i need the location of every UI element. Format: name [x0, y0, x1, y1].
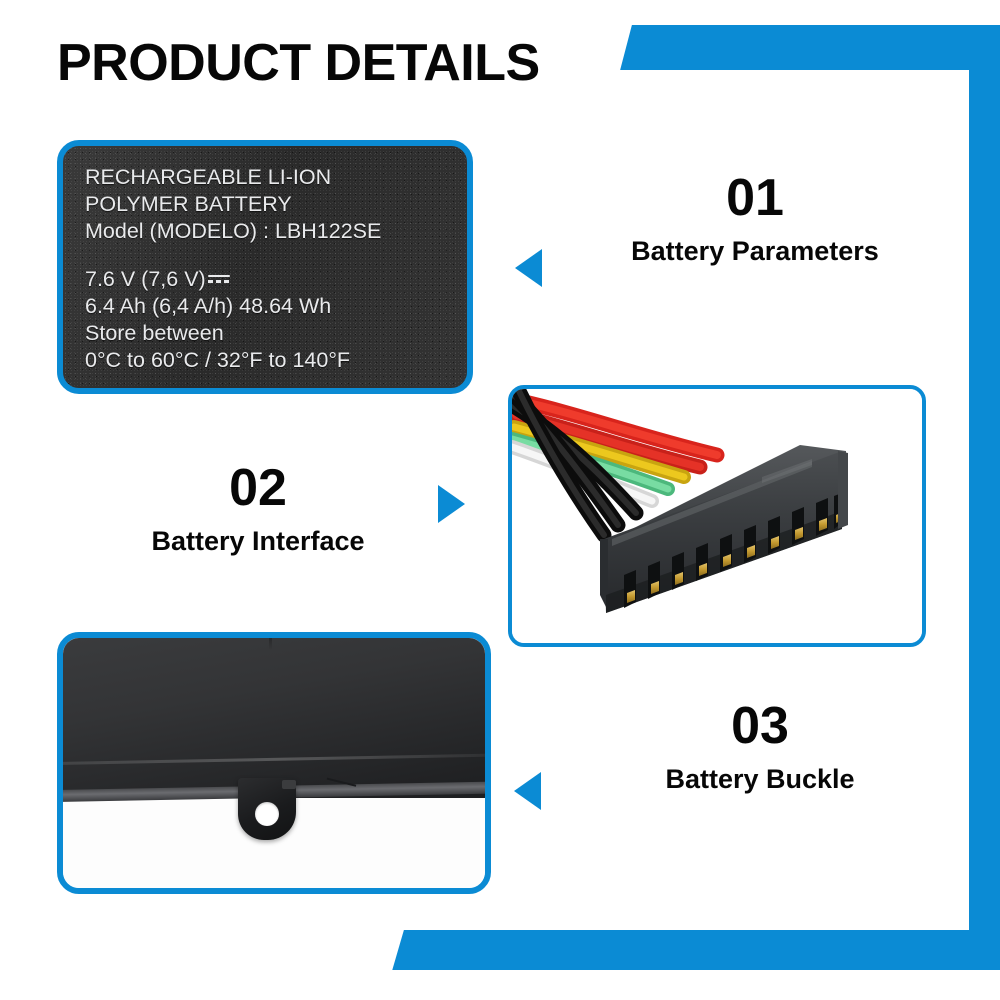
callout-01: 01 Battery Parameters [585, 172, 925, 265]
battery-connector-photo [512, 389, 922, 643]
spec-line-store: Store between [85, 321, 224, 345]
triangle-right-icon-02 [438, 485, 465, 523]
spec-voltage-value: 7.6 V (7,6 V) [85, 267, 206, 291]
callout-01-number: 01 [726, 169, 784, 227]
decor-top-parallelogram [620, 25, 1000, 70]
callout-02: 02 Battery Interface [100, 462, 416, 555]
callout-02-number: 02 [229, 459, 287, 517]
spec-line-chemistry-2: POLYMER BATTERY [85, 192, 292, 216]
spec-line-chemistry-1: RECHARGEABLE LI-ION [85, 165, 332, 189]
battery-buckle-photo [63, 638, 485, 888]
spec-line-voltage: 7.6 V (7,6 V) [85, 266, 457, 293]
triangle-left-icon-03 [514, 772, 541, 810]
decor-right-bar [969, 25, 1000, 970]
page-title: PRODUCT DETAILS [57, 34, 540, 92]
spec-line-capacity: 6.4 Ah (6,4 A/h) 48.64 Wh [85, 294, 332, 318]
battery-buckle-photo-frame [57, 632, 491, 894]
buckle-tab [238, 778, 296, 840]
spec-line-temperature: 0°C to 60°C / 32°F to 140°F [85, 348, 351, 372]
buckle-battery-body [63, 638, 485, 798]
decor-bottom-parallelogram [392, 930, 1000, 970]
triangle-left-icon-01 [515, 249, 542, 287]
callout-03-number: 03 [731, 697, 789, 755]
dc-current-icon [207, 274, 230, 283]
spec-line-model: Model (MODELO) : LBH122SE [85, 219, 382, 243]
battery-connector-photo-frame [508, 385, 926, 647]
callout-03-caption: Battery Buckle [665, 764, 855, 794]
callout-01-caption: Battery Parameters [631, 236, 879, 266]
battery-spec-label: RECHARGEABLE LI-ION POLYMER BATTERY Mode… [57, 140, 473, 394]
callout-03: 03 Battery Buckle [600, 700, 920, 793]
buckle-tab-hole [255, 802, 279, 826]
callout-02-caption: Battery Interface [151, 526, 365, 556]
